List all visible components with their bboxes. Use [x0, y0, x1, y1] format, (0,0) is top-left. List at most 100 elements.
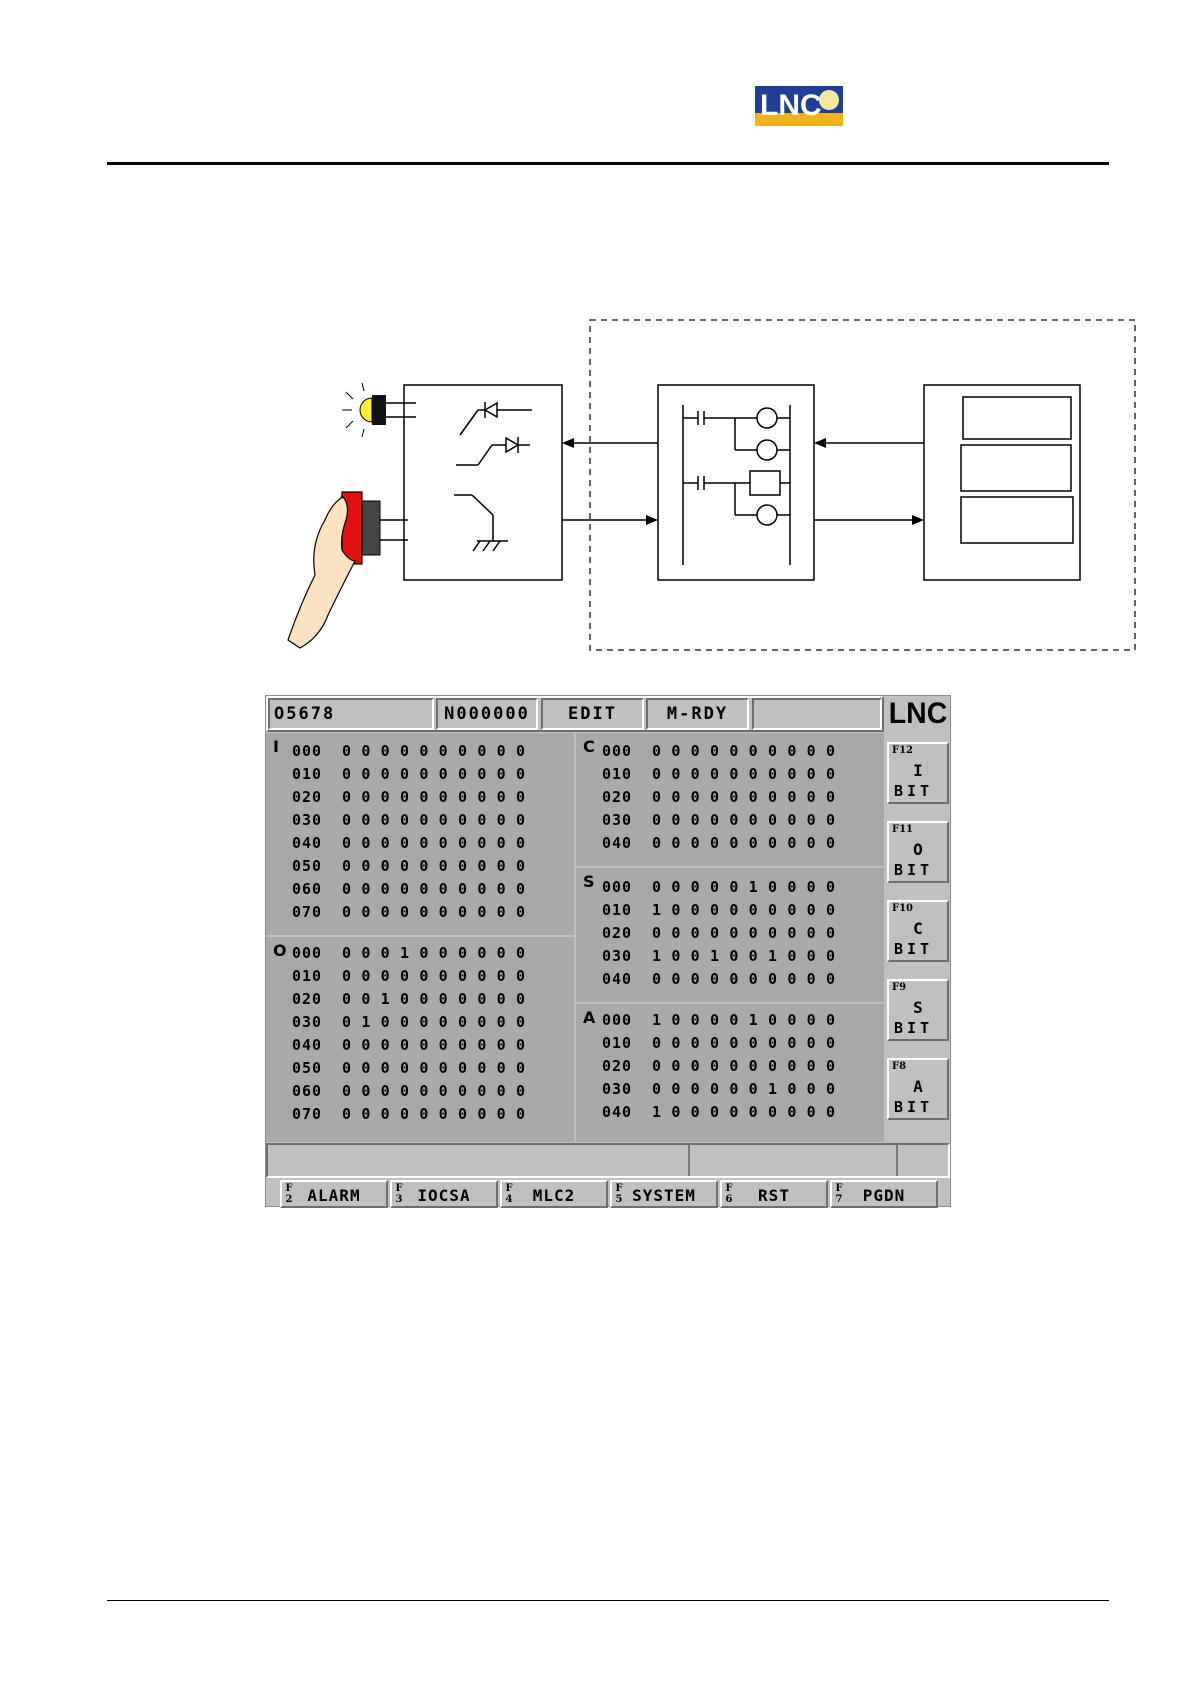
- message-bar: [266, 1143, 950, 1178]
- bit-row: 000 0001000000: [292, 944, 535, 967]
- bit-values: 1000010000: [652, 1011, 846, 1029]
- bit-address: 060: [292, 1082, 323, 1100]
- fkey-sub: BIT: [894, 1098, 934, 1116]
- bit-address: 010: [602, 765, 633, 783]
- io-module-box: [403, 384, 563, 581]
- bit-address: 040: [292, 834, 323, 852]
- fkey-sub: BIT: [894, 940, 934, 958]
- bit-values: 0000000000: [342, 903, 536, 921]
- panel-letter: C: [583, 737, 595, 756]
- sequence-number: N000000: [436, 698, 538, 730]
- bit-address: 060: [292, 880, 323, 898]
- fkey-label: IOCSA: [417, 1186, 471, 1205]
- logo-text: LNC: [760, 89, 822, 122]
- bit-address: 030: [602, 1080, 633, 1098]
- bit-row: 020 0000000000: [602, 924, 845, 947]
- bit-address: 000: [292, 944, 323, 962]
- fkey-sub: BIT: [894, 1019, 934, 1037]
- bit-values: 0000000000: [652, 765, 846, 783]
- bit-values: 0000000000: [342, 857, 536, 875]
- bit-values: 1000000000: [652, 901, 846, 919]
- bit-values: 0000000000: [342, 765, 536, 783]
- bit-values: 0000000000: [652, 924, 846, 942]
- fkey-label: PGDN: [862, 1186, 906, 1205]
- side-key-i-bit[interactable]: F12 I BIT: [887, 742, 949, 804]
- bit-row: 040 0000000000: [292, 834, 535, 857]
- bit-values: 0000000000: [342, 742, 536, 760]
- side-key-c-bit[interactable]: F10 C BIT: [887, 900, 949, 962]
- header-rule: [107, 162, 1109, 165]
- bit-values: 0000000000: [342, 1082, 536, 1100]
- panel-letter: O: [273, 941, 287, 960]
- fkey-name: C: [913, 919, 923, 938]
- state-indicator: M-RDY: [646, 698, 749, 730]
- bit-address: 040: [602, 970, 633, 988]
- bit-address: 010: [602, 1034, 633, 1052]
- bit-address: 040: [602, 1103, 633, 1121]
- lamp-icon: [342, 382, 386, 438]
- fkey-name: S: [913, 998, 923, 1017]
- fkey-sub: BIT: [894, 782, 934, 800]
- fkey-number: F11: [892, 824, 914, 835]
- bit-address: 050: [292, 1059, 323, 1077]
- bit-address: 000: [602, 1011, 633, 1029]
- fkey-label: SYSTEM: [632, 1186, 696, 1205]
- side-key-s-bit[interactable]: F9 S BIT: [887, 979, 949, 1041]
- bit-values: 0000000000: [652, 1057, 846, 1075]
- bit-address: 010: [292, 967, 323, 985]
- bit-row: 010 0000000000: [292, 765, 535, 788]
- status-bar: [266, 696, 884, 732]
- bit-values: 0000000000: [342, 834, 536, 852]
- bit-address: 000: [602, 742, 633, 760]
- bit-address: 070: [292, 1105, 323, 1123]
- bit-values: 0100000000: [342, 1013, 536, 1031]
- bit-address: 070: [292, 903, 323, 921]
- controller-boundary: [589, 319, 1136, 651]
- fkey-sub: BIT: [894, 861, 934, 879]
- bit-row: 070 0000000000: [292, 903, 535, 926]
- bit-address: 020: [602, 924, 633, 942]
- bit-values: 1001001000: [652, 947, 846, 965]
- bit-values: 0001000000: [342, 944, 536, 962]
- side-key-a-bit[interactable]: F8 A BIT: [887, 1058, 949, 1120]
- hand-icon: [287, 496, 356, 649]
- bit-address: 010: [602, 901, 633, 919]
- fkey-number: F12: [892, 745, 914, 756]
- side-key-o-bit[interactable]: F11 O BIT: [887, 821, 949, 883]
- bit-values: 0000000000: [342, 788, 536, 806]
- fkey-label: ALARM: [307, 1186, 361, 1205]
- bit-values: 0010000000: [342, 990, 536, 1008]
- bit-values: 0000000000: [652, 742, 846, 760]
- bit-address: 010: [292, 765, 323, 783]
- bit-row: 060 0000000000: [292, 1082, 535, 1105]
- footer-rule: [107, 1600, 1109, 1601]
- mode-indicator: EDIT: [541, 698, 644, 730]
- bit-address: 020: [292, 788, 323, 806]
- bit-address: 050: [292, 857, 323, 875]
- program-number: O5678: [268, 698, 434, 730]
- bit-address: 030: [292, 811, 323, 829]
